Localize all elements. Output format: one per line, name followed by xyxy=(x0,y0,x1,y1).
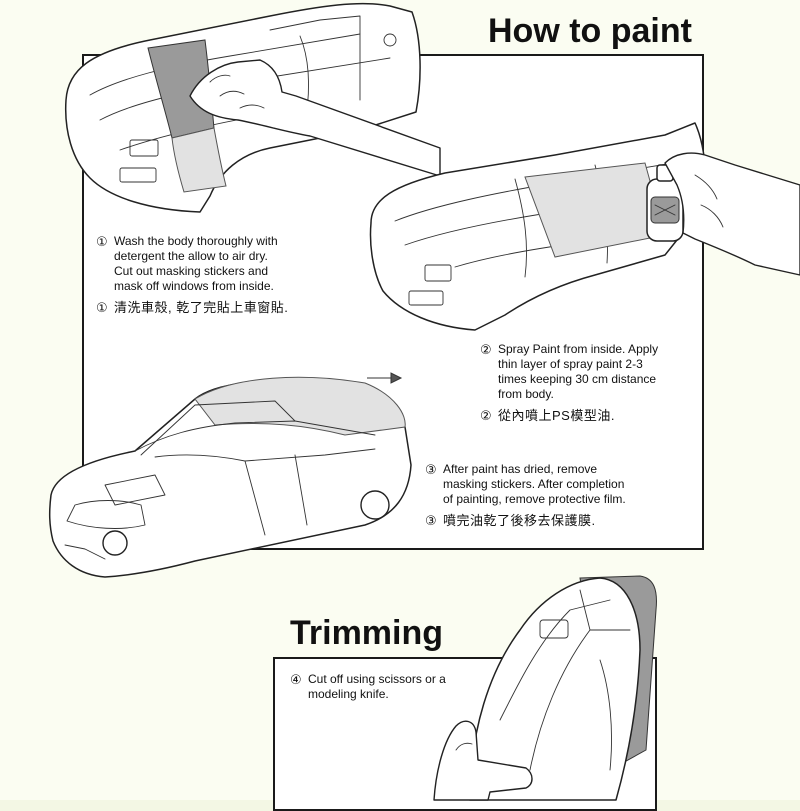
step-chinese-text: 清洗車殼, 乾了完貼上車窗貼. xyxy=(114,300,289,315)
step-number: ④ xyxy=(290,672,302,687)
step-1-text: ① Wash the body thoroughly with detergen… xyxy=(96,234,326,315)
step-description: After paint has dried, remove masking st… xyxy=(443,462,626,506)
step-4-text: ④ Cut off using scissors or a modeling k… xyxy=(290,672,480,702)
step-chinese-text: 噴完油乾了後移去保護膜. xyxy=(443,513,596,528)
step-3-text: ③ After paint has dried, remove masking … xyxy=(425,462,655,528)
step-chinese-text: 從內噴上PS模型油. xyxy=(498,408,615,423)
spray-can-illustration xyxy=(369,122,800,331)
step-description: Cut off using scissors or a modeling kni… xyxy=(308,672,446,701)
step-number: ② xyxy=(480,408,493,423)
step-description: Wash the body thoroughly with detergent … xyxy=(114,234,278,293)
paint-heading: How to paint xyxy=(482,14,698,48)
step-number: ② xyxy=(480,342,492,357)
arrow-icon xyxy=(367,372,403,384)
step-number: ③ xyxy=(425,462,437,477)
painted-car-illustration xyxy=(48,376,412,578)
car-shell-hand-illustration xyxy=(64,2,441,213)
step-number: ① xyxy=(96,300,109,315)
step-number: ① xyxy=(96,234,108,249)
step-description: Spray Paint from inside. Apply thin laye… xyxy=(498,342,659,401)
step-number: ③ xyxy=(425,513,438,528)
trimming-car-illustration xyxy=(433,575,657,801)
step-2-text: ② Spray Paint from inside. Apply thin la… xyxy=(480,342,680,423)
trim-heading: Trimming xyxy=(284,616,450,650)
